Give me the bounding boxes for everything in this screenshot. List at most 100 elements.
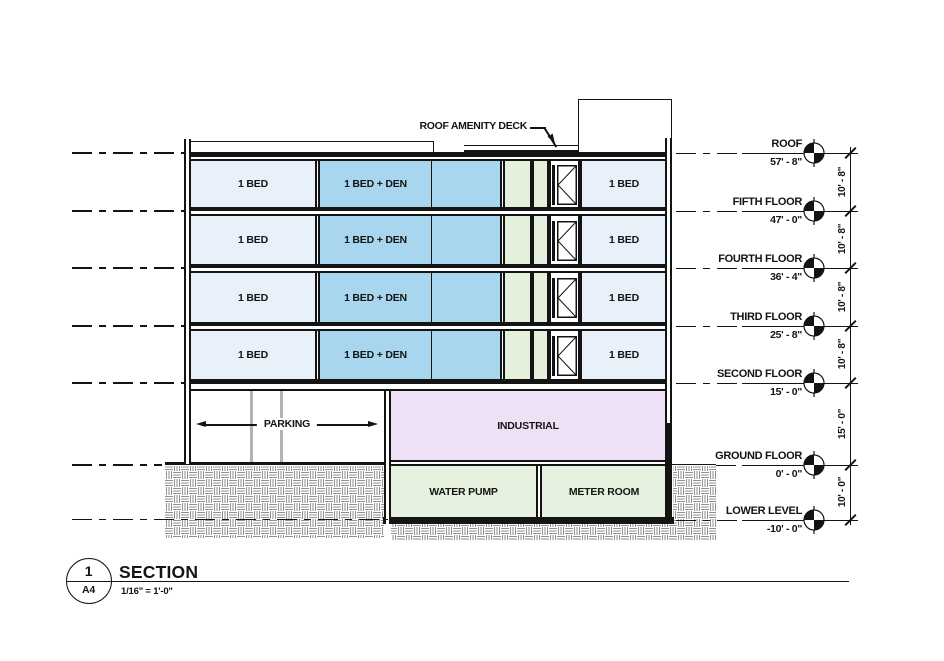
- elevator-door-icon: [557, 221, 577, 261]
- corridor-zone-2: [534, 331, 547, 379]
- level-elevation: 57' - 8": [770, 156, 802, 168]
- level-name: ROOF: [771, 138, 802, 150]
- level-dashed-line-fifth-left: [72, 210, 185, 212]
- second-floor-slab: [185, 379, 672, 391]
- dimension-line: [849, 147, 851, 525]
- level-elevation: 15' - 0": [770, 386, 802, 398]
- parapet-line: [190, 141, 434, 143]
- unit-wall: [578, 216, 582, 264]
- room-1bed-left: 1 BED: [191, 273, 315, 322]
- room-1bed-den: 1 BED + DEN: [320, 161, 431, 207]
- room-label: 1 BED: [238, 234, 268, 246]
- foundation-slab: [383, 517, 674, 524]
- den-divider: [431, 331, 433, 379]
- level-marker-icon: [803, 139, 825, 167]
- level-dash-right: [676, 152, 742, 154]
- level-dashed-line-third-left: [72, 325, 185, 327]
- right-exterior-wall-below: [665, 423, 672, 524]
- den-divider: [431, 161, 433, 207]
- room-label: 1 BED: [609, 234, 639, 246]
- den-divider: [431, 216, 433, 264]
- parking-zone: PARKING: [196, 418, 378, 432]
- meter-room: METER ROOM: [542, 466, 666, 517]
- level-dash-right: [676, 519, 742, 521]
- elevator-jamb: [552, 165, 555, 205]
- grade-line-right: [672, 463, 716, 465]
- level-marker-icon: [803, 312, 825, 340]
- industrial-zone: INDUSTRIAL: [391, 391, 665, 460]
- room-label: 1 BED: [609, 178, 639, 190]
- level-elevation: 25' - 8": [770, 329, 802, 341]
- leader-arrowhead-icon: [547, 133, 558, 145]
- corridor-zone-2: [534, 161, 547, 207]
- level-line-right: [742, 382, 858, 384]
- level-line-right: [742, 325, 858, 327]
- level-name: GROUND FLOOR: [715, 450, 802, 462]
- level-elevation: 47' - 0": [770, 214, 802, 226]
- elevator-door-icon: [557, 165, 577, 205]
- unit-wall: [315, 331, 320, 379]
- room-den-part: [432, 273, 500, 322]
- fourth-floor-slab: [185, 264, 672, 273]
- room-label: 1 BED + DEN: [344, 291, 407, 304]
- room-label: 1 BED: [238, 349, 268, 361]
- ground-floor-slab: [385, 460, 672, 466]
- level-name: SECOND FLOOR: [716, 368, 802, 380]
- meter-room-label: METER ROOM: [568, 485, 640, 498]
- level-dash-right: [676, 325, 742, 327]
- water-pump-room: WATER PUMP: [391, 466, 536, 517]
- elevator-door-icon: [557, 278, 577, 318]
- level-name: FIFTH FLOOR: [732, 196, 803, 208]
- unit-wall: [578, 331, 582, 379]
- level-dashed-line-fourth-left: [72, 267, 185, 269]
- unit-wall: [500, 216, 505, 264]
- title-underline: [66, 581, 849, 583]
- room-label: 1 BED + DEN: [344, 234, 407, 246]
- room-den-part: [432, 216, 500, 264]
- room-den-part: [432, 161, 500, 207]
- unit-wall: [578, 161, 582, 207]
- level-dashed-line-second-left: [72, 382, 185, 384]
- level-marker-icon: [803, 254, 825, 282]
- level-elevation: 0' - 0": [775, 468, 803, 480]
- unit-wall: [500, 161, 505, 207]
- corridor-zone: [505, 216, 530, 264]
- room-1bed-right: 1 BED: [582, 216, 666, 264]
- parapet-step: [433, 141, 435, 152]
- parking-column: [250, 391, 253, 462]
- shaft-wall: [547, 331, 551, 379]
- level-marker-icon: [803, 506, 825, 534]
- room-label: 1 BED: [238, 291, 268, 304]
- level-line-right: [742, 464, 858, 466]
- den-divider: [431, 273, 433, 322]
- level-elevation: -10' - 0": [766, 523, 802, 535]
- room-1bed-den: 1 BED + DEN: [320, 273, 431, 322]
- corridor-zone: [505, 161, 530, 207]
- room-1bed-left: 1 BED: [191, 216, 315, 264]
- room-label: 1 BED + DEN: [344, 178, 407, 190]
- fifth-floor-slab: [185, 207, 672, 216]
- roof-deck-label: ROOF AMENITY DECK: [419, 120, 528, 132]
- level-dash-right: [676, 382, 742, 384]
- level-marker-icon: [803, 451, 825, 479]
- level-dashed-line-lower-left: [72, 518, 388, 520]
- dim-text: 10' - 0": [837, 476, 848, 508]
- corridor-zone-2: [534, 273, 547, 322]
- elevator-jamb: [552, 278, 555, 318]
- roof-deck-curb: [464, 145, 578, 152]
- penthouse-box: [578, 99, 672, 153]
- sheet-number: A4: [81, 584, 96, 596]
- level-dash-right: [716, 464, 742, 466]
- level-name: THIRD FLOOR: [730, 311, 802, 323]
- level-line-right: [742, 267, 858, 269]
- level-marker-icon: [803, 197, 825, 225]
- view-number: 1: [84, 563, 93, 579]
- room-1bed-left: 1 BED: [191, 161, 315, 207]
- shaft-wall: [547, 161, 551, 207]
- level-dashed-line-roof-left: [72, 152, 185, 154]
- room-1bed-den: 1 BED + DEN: [320, 216, 431, 264]
- shaft-wall: [530, 161, 534, 207]
- level-line-right: [742, 519, 858, 521]
- level-name: LOWER LEVEL: [725, 505, 802, 517]
